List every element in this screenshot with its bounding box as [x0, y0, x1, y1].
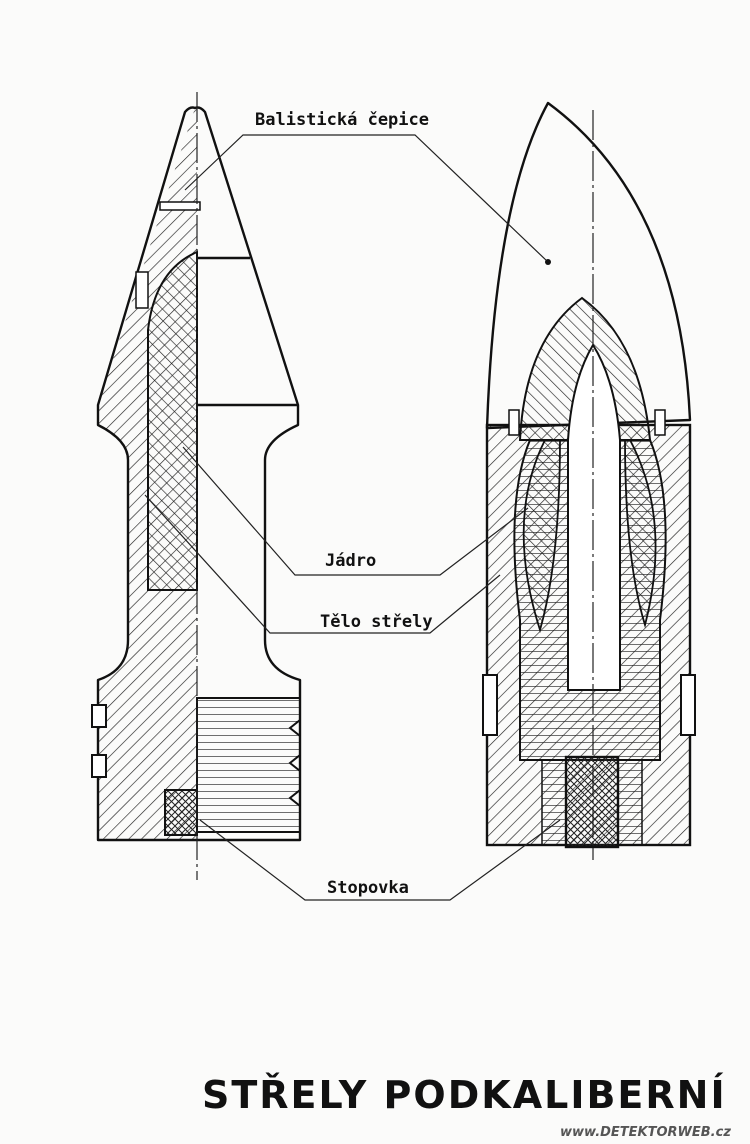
right-core-lobe-left [522, 439, 561, 634]
label-core: Jádro [325, 551, 376, 571]
right-ballistic-cap [485, 101, 692, 430]
left-tracer [164, 789, 198, 836]
watermark: www.DETEKTORWEB.cz [560, 1125, 731, 1140]
left-outline [96, 106, 302, 842]
right-tracer [564, 755, 620, 849]
left-driving-bands [196, 697, 301, 833]
left-core [147, 250, 198, 591]
label-tracer: Stopovka [327, 878, 409, 898]
right-penetrator-needle [567, 343, 621, 691]
left-projectile-section [91, 92, 302, 880]
leader-lines [144, 134, 561, 901]
right-core-lobe-right [624, 439, 657, 629]
label-body: Tělo střely [320, 612, 433, 632]
diagram-title: STŘELY PODKALIBERNÍ [202, 1073, 727, 1117]
label-ballistic-cap: Balistická čepice [255, 110, 429, 130]
right-projectile-section [482, 101, 696, 860]
